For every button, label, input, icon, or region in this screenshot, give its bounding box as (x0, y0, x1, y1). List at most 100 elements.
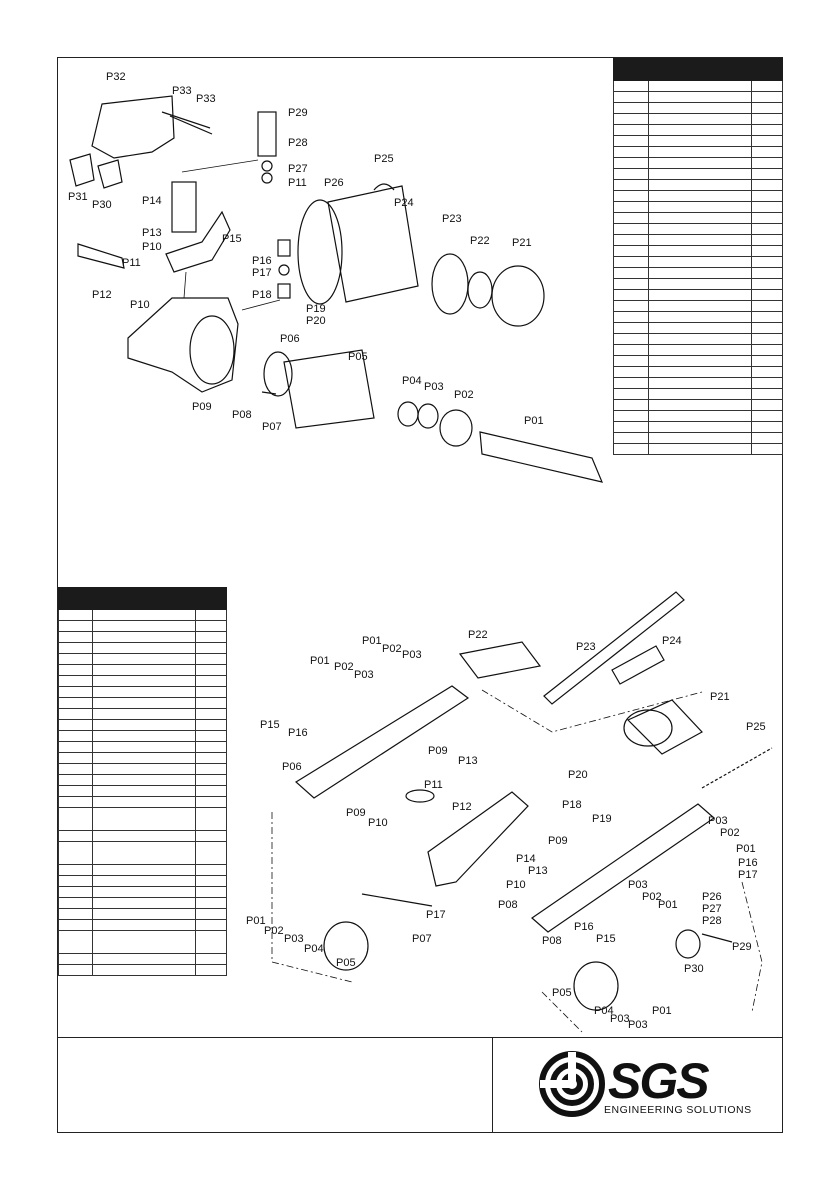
hyd-label: P15 (222, 233, 242, 245)
jack-label: P04 (594, 1005, 614, 1017)
logo-cut (540, 1080, 574, 1088)
table-cell (648, 278, 752, 290)
table-row (58, 964, 227, 976)
hyd-label: P14 (142, 195, 162, 207)
table-cell (195, 919, 227, 931)
table-row (613, 410, 783, 422)
table-row (58, 752, 227, 764)
table-cell (58, 796, 93, 808)
table-header-row (58, 587, 227, 610)
table-row (58, 886, 227, 898)
table-cell (613, 179, 649, 191)
table-cell (613, 388, 649, 400)
table-row (613, 168, 783, 180)
table-cell (751, 80, 783, 92)
table-cell (613, 322, 649, 334)
seal-shape (467, 271, 493, 309)
table-row (613, 278, 783, 290)
jack-label: P14 (516, 853, 536, 865)
table-cell (613, 399, 649, 411)
table-row (58, 620, 227, 632)
table-cell (195, 897, 227, 909)
logo-cut (568, 1052, 576, 1082)
table-cell (58, 875, 93, 887)
table-cell (613, 344, 649, 356)
table-cell (751, 223, 783, 235)
hyd-label: P24 (394, 197, 414, 209)
table-cell (195, 774, 227, 786)
table-cell (751, 135, 783, 147)
jack-label: P19 (592, 813, 612, 825)
table-cell (751, 146, 783, 158)
table-cell (58, 620, 93, 632)
table-cell (751, 289, 783, 301)
hyd-label: P10 (130, 299, 150, 311)
table-cell (648, 366, 752, 378)
hyd-label: P13 (142, 227, 162, 239)
table-cell (613, 278, 649, 290)
table-cell (751, 234, 783, 246)
jack-label: P06 (282, 761, 302, 773)
table-cell (648, 256, 752, 268)
table-cell (195, 653, 227, 665)
floor-jack-diagram: P01 P02 P03 P01 P02 P03 P22 P23 P24 P21 … (246, 591, 773, 1033)
table-cell (648, 410, 752, 422)
table-cell (648, 113, 752, 125)
table-cell (648, 201, 752, 213)
table-cell (92, 708, 196, 720)
table-header-cell (58, 587, 93, 610)
table-row (58, 708, 227, 720)
table-row (613, 146, 783, 158)
table-cell (92, 719, 196, 731)
table-cell (751, 399, 783, 411)
table-row (58, 841, 227, 865)
jack-label: P28 (702, 915, 722, 927)
jack-label: P27 (702, 903, 722, 915)
table-cell (613, 124, 649, 136)
table-cell (751, 201, 783, 213)
jack-label: P01 (652, 1005, 672, 1017)
table-cell (648, 289, 752, 301)
jack-label: P03 (402, 649, 422, 661)
jack-label: P12 (452, 801, 472, 813)
table-cell (58, 741, 93, 753)
jack-label: P02 (720, 827, 740, 839)
table-row (58, 875, 227, 887)
table-row (613, 212, 783, 224)
jack-label: P02 (334, 661, 354, 673)
jack-label: P01 (246, 915, 266, 927)
table-cell (613, 234, 649, 246)
handle-shape (543, 591, 685, 705)
table-cell (751, 212, 783, 224)
table-row (58, 953, 227, 965)
table-cell (92, 930, 196, 954)
hyd-label: P12 (92, 289, 112, 301)
jack-label: P16 (574, 921, 594, 933)
table-cell (58, 864, 93, 876)
table-row (613, 399, 783, 411)
table-row (613, 124, 783, 136)
saddle-pad-shape (458, 641, 542, 679)
table-cell (751, 179, 783, 191)
table-cell (751, 190, 783, 202)
jack-label: P01 (658, 899, 678, 911)
table-cell (92, 807, 196, 831)
table-row (58, 919, 227, 931)
o-ring-shape (297, 199, 343, 305)
table-cell (613, 355, 649, 367)
table-cell (58, 719, 93, 731)
plunger-shape (77, 243, 125, 269)
table-cell (648, 190, 752, 202)
table-cell (751, 344, 783, 356)
table-cell (195, 841, 227, 865)
jack-label: P17 (426, 909, 446, 921)
cap-nut-shape (491, 265, 545, 327)
pump-unit-shape (626, 699, 703, 755)
jack-label: P03 (708, 815, 728, 827)
table-cell (613, 80, 649, 92)
table-row (613, 421, 783, 433)
hyd-label: P07 (262, 421, 282, 433)
table-cell (92, 841, 196, 865)
jack-label: P08 (542, 935, 562, 947)
table-cell (751, 113, 783, 125)
